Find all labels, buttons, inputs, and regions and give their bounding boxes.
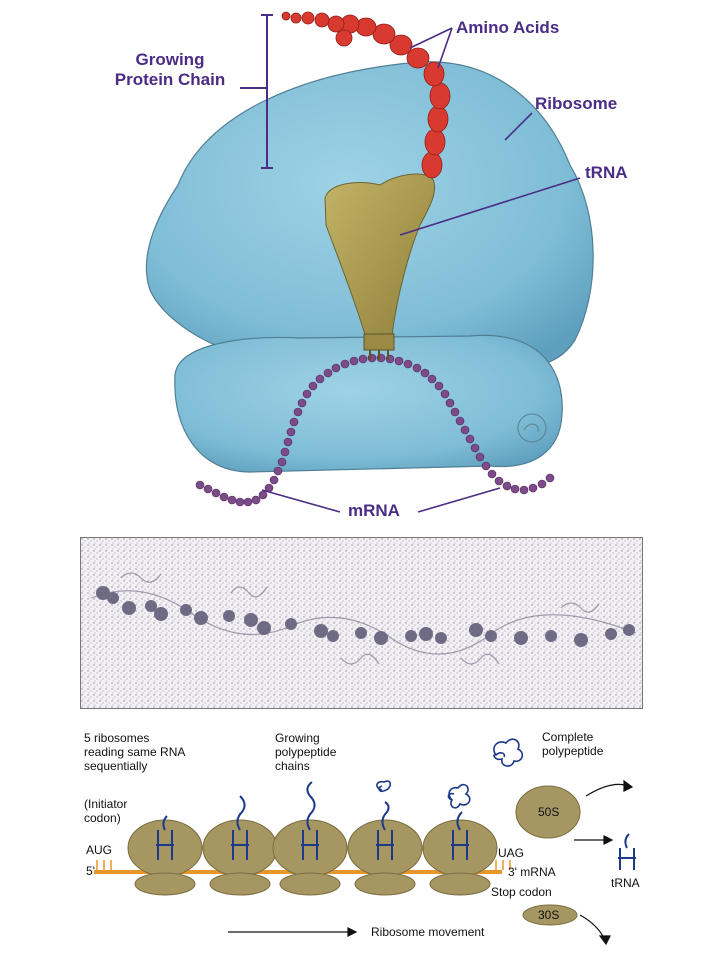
stop-codon-label: Stop codon <box>491 885 552 899</box>
growing-protein-chain-label: Growing Protein Chain <box>114 50 226 89</box>
trna-bottom-label: tRNA <box>611 876 640 890</box>
mrna-leader <box>261 489 341 513</box>
complete-polypeptide-label: Complete polypeptide <box>542 730 604 758</box>
five-prime-label: 5' <box>86 864 95 878</box>
fifty-s-label: 50S <box>538 805 560 819</box>
electron-micrograph <box>80 537 643 709</box>
thirty-s-label: 30S <box>538 908 560 922</box>
free-trna-icon <box>618 833 636 870</box>
ribosome-5 <box>422 783 498 896</box>
trna-molecule <box>324 173 436 339</box>
three-prime-mrna-label: 3' mRNA <box>508 865 556 879</box>
initiator-codon-label: (Initiator codon) <box>84 797 128 825</box>
trna-leader <box>399 177 581 236</box>
amino-acid-chain <box>281 11 451 179</box>
mrna-label: mRNA <box>348 501 400 520</box>
uag-label: UAG <box>498 846 525 860</box>
arrow-50s <box>585 783 629 797</box>
amino-acids-leader <box>409 27 453 49</box>
growing-chain-bracket <box>240 14 273 169</box>
ribosome-4 <box>347 780 423 896</box>
ribosome-1 <box>127 815 203 896</box>
ribosome-label: Ribosome <box>535 94 618 113</box>
ribosome-movement-label: Ribosome movement <box>371 925 485 939</box>
mrna-strand <box>195 353 555 507</box>
arrow-30s <box>579 914 606 941</box>
trna-label: tRNA <box>585 163 628 182</box>
ribosome-3 <box>272 781 348 896</box>
aug-label: AUG <box>86 843 113 857</box>
five-ribosomes-label: 5 ribosomes reading same RNA sequentiall… <box>84 731 186 773</box>
ribosome-2 <box>202 795 278 896</box>
complete-polypeptide-shape <box>493 738 524 767</box>
amino-acids-label: Amino Acids <box>456 18 560 37</box>
ribosome-diagram <box>145 11 594 513</box>
growing-polypeptide-label: Growing polypeptide chains <box>275 731 337 773</box>
ribosome-leader <box>504 112 533 141</box>
ribosome-small-subunit <box>174 334 563 473</box>
